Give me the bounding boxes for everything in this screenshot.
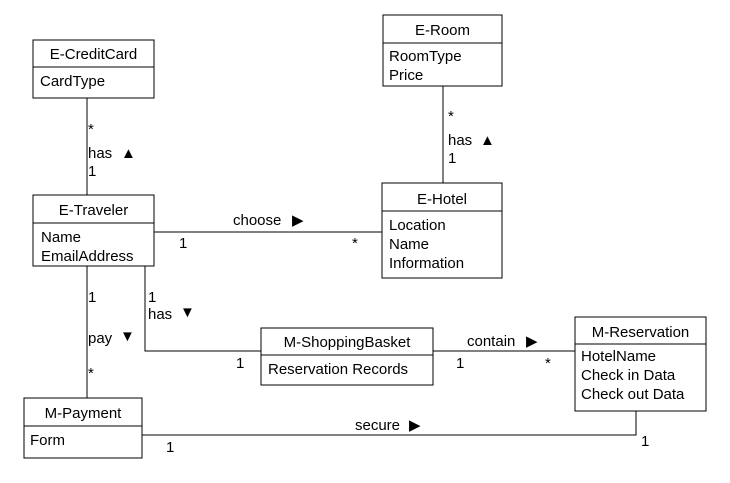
direction-arrow-icon: ▲ xyxy=(121,145,136,162)
class-e-traveler: E-Traveler Name EmailAddress xyxy=(32,194,155,267)
multiplicity-label: 1 xyxy=(236,355,244,372)
direction-arrow-icon: ▼ xyxy=(120,328,135,345)
class-m-reservation: M-Reservation HotelName Check in Data Ch… xyxy=(574,316,707,412)
class-name: E-CreditCard xyxy=(50,46,138,63)
class-attribute: Check out Data xyxy=(581,386,685,403)
class-name: E-Room xyxy=(415,22,470,39)
association-label: has xyxy=(148,306,172,323)
association-label: secure xyxy=(355,417,400,434)
association-label: contain xyxy=(467,333,515,350)
class-e-room: E-Room RoomType Price xyxy=(382,14,503,87)
multiplicity-label: * xyxy=(88,121,94,138)
association-label: pay xyxy=(88,330,113,347)
class-attribute: Check in Data xyxy=(581,367,676,384)
class-attribute: Reservation Records xyxy=(268,361,408,378)
class-m-payment: M-Payment Form xyxy=(23,397,143,459)
association-label: has xyxy=(88,145,112,162)
class-attribute: Name xyxy=(41,229,81,246)
multiplicity-label: * xyxy=(545,355,551,372)
multiplicity-label: * xyxy=(448,108,454,125)
multiplicity-label: 1 xyxy=(88,163,96,180)
class-name: E-Traveler xyxy=(59,202,128,219)
multiplicity-label: 1 xyxy=(166,439,174,456)
class-name: M-Reservation xyxy=(592,324,690,341)
class-e-hotel: E-Hotel Location Name Information xyxy=(381,182,503,279)
direction-arrow-icon: ▼ xyxy=(180,304,195,321)
multiplicity-label: 1 xyxy=(88,289,96,306)
direction-arrow-icon: ▶ xyxy=(526,333,538,350)
class-attribute: RoomType xyxy=(389,48,462,65)
class-name: M-ShoppingBasket xyxy=(284,334,412,351)
direction-arrow-icon: ▲ xyxy=(480,132,495,149)
multiplicity-label: 1 xyxy=(179,235,187,252)
class-attribute: Name xyxy=(389,236,429,253)
class-attribute: CardType xyxy=(40,73,105,90)
assoc-traveler-basket-line xyxy=(144,266,261,352)
class-e-creditcard: E-CreditCard CardType xyxy=(32,39,155,99)
direction-arrow-icon: ▶ xyxy=(409,417,421,434)
multiplicity-label: 1 xyxy=(148,289,156,306)
association-label: has xyxy=(448,132,472,149)
class-attribute: Location xyxy=(389,217,446,234)
direction-arrow-icon: ▶ xyxy=(292,212,304,229)
multiplicity-label: 1 xyxy=(448,150,456,167)
multiplicity-label: * xyxy=(352,235,358,252)
class-attribute: Information xyxy=(389,255,464,272)
class-attribute: Price xyxy=(389,67,423,84)
class-attribute: EmailAddress xyxy=(41,248,134,265)
class-name: M-Payment xyxy=(45,405,123,422)
multiplicity-label: 1 xyxy=(641,433,649,450)
class-attribute: HotelName xyxy=(581,348,656,365)
assoc-payment-reservation-line xyxy=(142,411,637,436)
multiplicity-label: * xyxy=(88,365,94,382)
class-m-shoppingbasket: M-ShoppingBasket Reservation Records xyxy=(260,327,434,386)
multiplicity-label: 1 xyxy=(456,355,464,372)
association-label: choose xyxy=(233,212,281,229)
class-attribute: Form xyxy=(30,432,65,449)
class-name: E-Hotel xyxy=(417,191,467,208)
